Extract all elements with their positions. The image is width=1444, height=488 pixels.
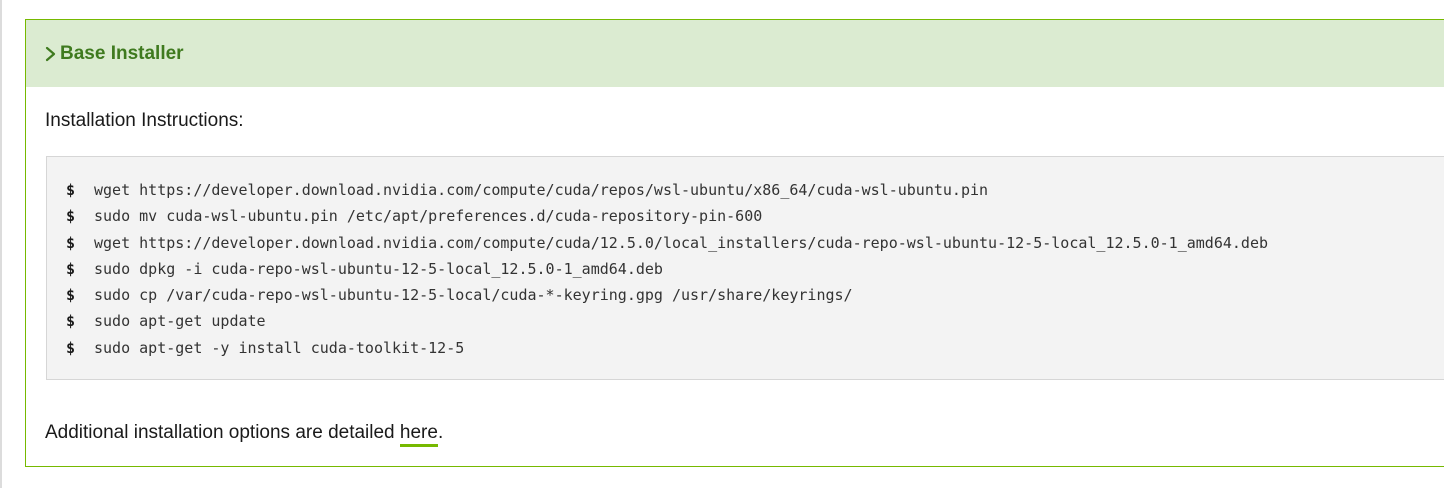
section-title: Base Installer xyxy=(60,42,184,64)
page-left-border xyxy=(0,0,2,488)
code-line: $ wget https://developer.download.nvidia.… xyxy=(66,230,1268,256)
command-text: sudo cp /var/cuda-repo-wsl-ubuntu-12-5-l… xyxy=(94,286,853,305)
shell-prompt: $ xyxy=(66,233,76,252)
code-line: $ sudo dpkg -i cuda-repo-wsl-ubuntu-12-5-… xyxy=(66,256,1268,282)
command-text: sudo dpkg -i cuda-repo-wsl-ubuntu-12-5-l… xyxy=(94,259,663,278)
code-line: $ sudo mv cuda-wsl-ubuntu.pin /etc/apt/pr… xyxy=(66,203,1268,229)
code-lines: $ wget https://developer.download.nvidia.… xyxy=(66,177,1268,361)
chevron-right-icon xyxy=(43,43,59,65)
code-line: $ sudo apt-get update xyxy=(66,308,1268,334)
command-text: wget https://developer.download.nvidia.c… xyxy=(94,181,989,199)
command-text: sudo apt-get -y install cuda-toolkit-12-… xyxy=(94,338,465,357)
code-line: $ sudo apt-get -y install cuda-toolkit-12… xyxy=(66,335,1268,361)
shell-prompt: $ xyxy=(66,338,76,357)
additional-options-text: Additional installation options are deta… xyxy=(45,422,444,447)
command-text: sudo mv cuda-wsl-ubuntu.pin /etc/apt/pre… xyxy=(94,207,763,226)
code-line: $ wget https://developer.download.nvidia.… xyxy=(66,177,1268,203)
additional-text-after: . xyxy=(437,422,444,443)
command-text: wget https://developer.download.nvidia.c… xyxy=(94,233,1268,252)
shell-prompt: $ xyxy=(66,259,76,278)
base-installer-header[interactable]: Base Installer xyxy=(26,20,1444,87)
instructions-label: Installation Instructions: xyxy=(45,110,244,131)
shell-prompt: $ xyxy=(66,312,76,331)
base-installer-panel: Base Installer Installation Instructions… xyxy=(25,19,1444,467)
additional-text-before: Additional installation options are deta… xyxy=(45,422,400,443)
here-link[interactable]: here xyxy=(399,422,438,447)
shell-prompt: $ xyxy=(66,286,76,305)
shell-prompt: $ xyxy=(66,207,76,226)
shell-prompt: $ xyxy=(66,181,76,199)
command-text: sudo apt-get update xyxy=(94,312,266,331)
code-block[interactable]: $ wget https://developer.download.nvidia.… xyxy=(46,156,1444,380)
code-line: $ sudo cp /var/cuda-repo-wsl-ubuntu-12-5-… xyxy=(66,282,1268,308)
